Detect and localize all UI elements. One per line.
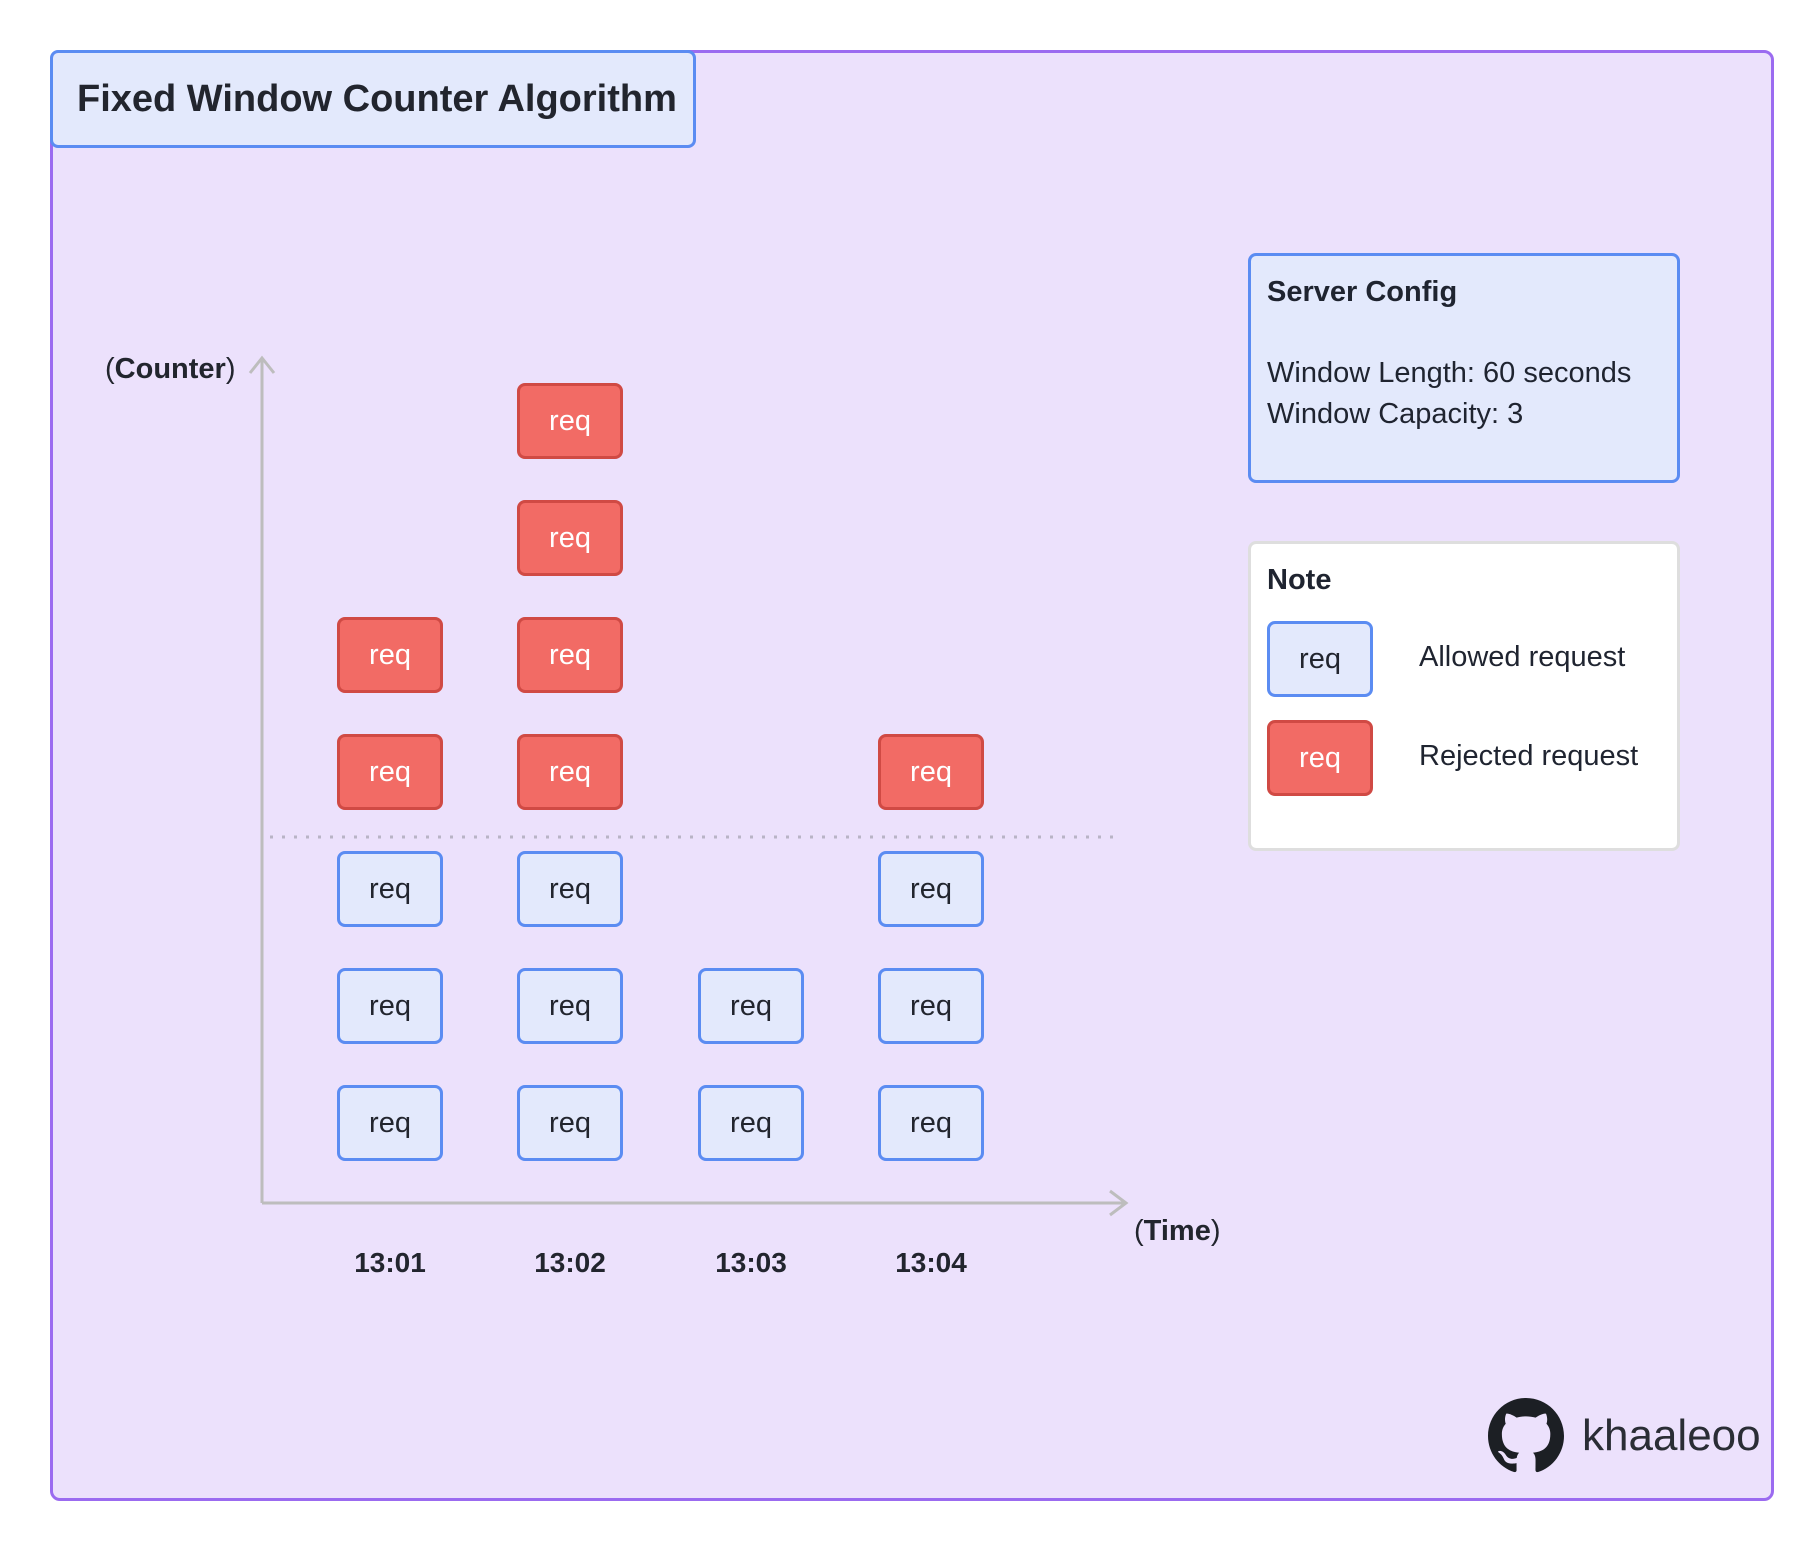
allowed-request: req: [878, 851, 984, 927]
allowed-request: req: [517, 1085, 623, 1161]
rejected-request: req: [337, 617, 443, 693]
rejected-request: req: [517, 383, 623, 459]
y-axis-label: (Counter): [105, 353, 236, 385]
diagram-title: Fixed Window Counter Algorithm: [77, 77, 677, 120]
brand-name: khaaleoo: [1582, 1411, 1761, 1460]
legend-allowed-swatch: req: [1267, 621, 1373, 697]
allowed-request: req: [517, 968, 623, 1044]
note-legend: Note req Allowed request req Rejected re…: [1248, 541, 1680, 851]
time-tick: 13:04: [895, 1247, 967, 1278]
allowed-request: req: [337, 1085, 443, 1161]
title-box: Fixed Window Counter Algorithm: [50, 50, 696, 148]
allowed-request: req: [337, 968, 443, 1044]
rejected-request: req: [517, 734, 623, 810]
allowed-request: req: [337, 851, 443, 927]
time-tick: 13:02: [534, 1247, 606, 1278]
allowed-request: req: [878, 968, 984, 1044]
window-capacity: Window Capacity: 3: [1267, 398, 1524, 430]
legend-rejected-swatch: req: [1267, 720, 1373, 796]
github-icon: [1488, 1398, 1564, 1473]
rejected-request: req: [517, 500, 623, 576]
allowed-request: req: [698, 968, 804, 1044]
allowed-request: req: [517, 851, 623, 927]
time-tick: 13:03: [715, 1247, 787, 1278]
legend-allowed-label: Allowed request: [1419, 641, 1626, 673]
server-config-heading: Server Config: [1267, 276, 1458, 308]
brand: khaaleoo: [1488, 1398, 1761, 1474]
allowed-request: req: [878, 1085, 984, 1161]
server-config-box: Server Config Window Length: 60 seconds …: [1248, 253, 1680, 483]
rejected-request: req: [337, 734, 443, 810]
time-tick: 13:01: [354, 1247, 426, 1278]
window-length: Window Length: 60 seconds: [1267, 357, 1632, 389]
rejected-request: req: [878, 734, 984, 810]
legend-rejected-label: Rejected request: [1419, 740, 1639, 772]
rejected-request: req: [517, 617, 623, 693]
x-axis-label: (Time): [1134, 1215, 1221, 1247]
allowed-request: req: [698, 1085, 804, 1161]
note-heading: Note: [1267, 564, 1332, 596]
